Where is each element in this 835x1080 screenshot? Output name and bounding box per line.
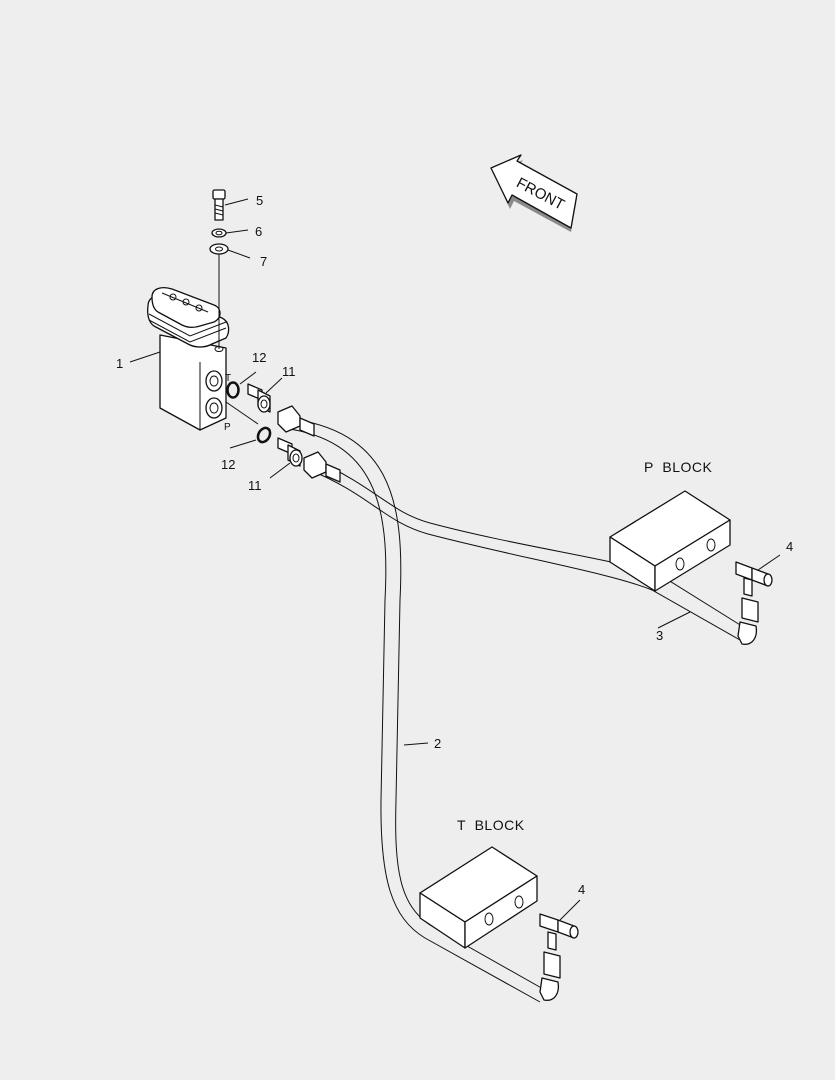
callout-11-top: 11: [282, 364, 296, 379]
hose-2: [282, 417, 546, 1003]
bolt-stack: [209, 189, 229, 349]
callout-4-t: 4: [578, 882, 585, 897]
leader-lines: [129, 198, 781, 921]
callout-7: 7: [260, 254, 267, 269]
p-block-label: P BLOCK: [644, 459, 712, 475]
callout-11-bottom: 11: [248, 478, 262, 493]
callout-2: 2: [434, 736, 441, 751]
port-p-mark: P: [224, 422, 231, 433]
p-block: [609, 490, 731, 592]
callout-12-top: 12: [252, 350, 266, 365]
callout-6: 6: [255, 224, 262, 239]
control-valve-body: [147, 287, 230, 431]
callout-4-p: 4: [786, 539, 793, 554]
front-arrow: FRONT: [490, 154, 578, 232]
callout-3: 3: [656, 628, 663, 643]
port-t-mark: T: [225, 373, 231, 384]
callout-5: 5: [256, 193, 263, 208]
callout-12-bottom: 12: [221, 457, 235, 472]
t-block: [419, 846, 538, 949]
p-block-fitting: [735, 561, 773, 645]
t-block-fitting: [539, 913, 579, 1001]
o-rings: [226, 381, 272, 444]
hose-fittings-valve-end: [277, 405, 341, 483]
callout-1: 1: [116, 356, 123, 371]
t-block-label: T BLOCK: [457, 817, 525, 833]
adapters: [247, 383, 303, 467]
